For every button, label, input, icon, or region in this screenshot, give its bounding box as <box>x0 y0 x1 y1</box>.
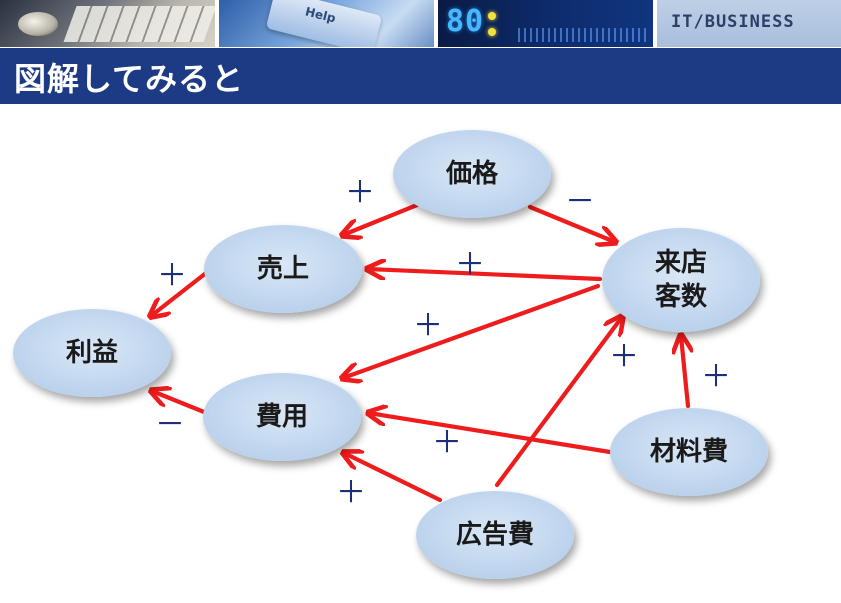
banner-image-keyboard <box>0 0 215 47</box>
arrow-ad-to-visitors <box>494 317 622 488</box>
arrow-material-to-visitors <box>681 336 688 409</box>
brand-label: IT/BUSINESS <box>671 12 795 32</box>
led-icon <box>488 28 496 36</box>
edge-sign-visitors-to-cost: ＋ <box>413 309 443 344</box>
segment-display: 80 <box>446 4 485 39</box>
title-bar: 図解してみると <box>0 48 841 104</box>
node-ellipse-sales <box>204 225 362 313</box>
edge-signs: ＋ － ＋ ＋ ＋ － ＋ ＋ ＋ ＋ <box>155 176 731 511</box>
node-ellipse-price <box>393 130 551 218</box>
led-icon <box>488 12 496 20</box>
edge-sign-price-to-visitors: － <box>565 185 595 220</box>
arrow-cost-to-profit <box>152 391 207 415</box>
node-label-visitors: 来店 <box>655 248 707 278</box>
banner-image-circuit: 80 <box>438 0 653 47</box>
edge-sign-sales-to-profit: ＋ <box>157 259 187 294</box>
node-ellipse-material <box>610 408 768 496</box>
node-label-ad: 広告費 <box>456 519 534 550</box>
keyboard-icon <box>63 6 215 42</box>
node-label-visitors: 客数 <box>655 281 708 312</box>
node-label-price: 価格 <box>445 158 499 189</box>
arrow-sales-to-profit <box>151 270 209 316</box>
banner-image-brand: IT/BUSINESS <box>657 0 841 47</box>
edge-sign-cost-to-profit: － <box>155 408 185 443</box>
banner-image-help-key: Help <box>219 0 434 47</box>
edge-sign-material-to-cost: ＋ <box>432 426 462 461</box>
node-label-material: 材料費 <box>650 437 728 467</box>
arrow-visitors-to-sales <box>368 269 603 282</box>
edge-sign-material-to-visitors: ＋ <box>701 360 731 395</box>
mouse-icon <box>18 12 58 36</box>
node-label-cost: 費用 <box>256 402 308 432</box>
edge-sign-price-to-sales: ＋ <box>345 176 375 211</box>
circuit-icon <box>518 28 648 42</box>
node-label-sales: 売上 <box>257 254 309 284</box>
node-profit: 利益 <box>13 309 171 397</box>
arrow-price-to-sales <box>343 202 420 235</box>
node-label-profit: 利益 <box>66 338 118 368</box>
arrow-visitors-to-cost <box>343 283 601 378</box>
page-title: 図解してみると <box>14 60 245 98</box>
node-ellipse-visitors <box>602 228 760 332</box>
node-ellipse-ad <box>416 491 574 579</box>
edge-sign-visitors-to-sales: ＋ <box>455 248 485 283</box>
edge-sign-ad-to-visitors: ＋ <box>609 340 639 375</box>
arrow-material-to-cost <box>369 413 613 455</box>
header-banner: Help 80 IT/BUSINESS <box>0 0 841 48</box>
node-ellipse-cost <box>203 373 361 461</box>
help-key-icon <box>265 0 383 47</box>
node-ellipse-profit <box>13 309 171 397</box>
arrow-ad-to-cost <box>344 453 443 503</box>
node-material: 材料費 <box>610 408 768 496</box>
node-sales: 売上 <box>204 225 362 313</box>
node-ad: 広告費 <box>416 491 574 579</box>
node-price: 価格 <box>393 130 551 218</box>
arrow-price-to-visitors <box>527 204 615 242</box>
edges <box>151 202 688 503</box>
node-cost: 費用 <box>203 373 361 461</box>
edge-sign-ad-to-cost: ＋ <box>336 476 366 511</box>
